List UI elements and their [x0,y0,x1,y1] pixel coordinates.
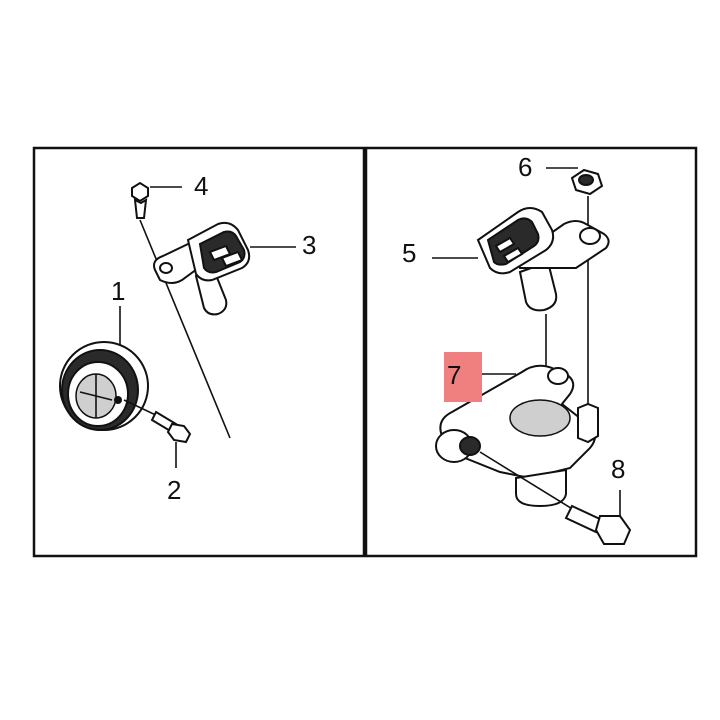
callout-2: 2 [167,475,181,505]
part-1-ring [59,341,149,431]
callout-1: 1 [111,276,125,306]
right-panel-frame [364,146,698,558]
part-5-sensor [476,207,610,312]
callout-7-highlight [444,352,482,402]
callout-8: 8 [611,454,625,484]
part-3-sensor [153,221,251,316]
left-panel-frame [32,146,366,558]
callout-4: 4 [194,171,208,201]
callout-3: 3 [302,230,316,260]
part-8-bolt [479,451,632,545]
callout-7: 7 [447,360,461,390]
part-7-bracket [435,314,599,508]
part-4-bolt [131,181,231,439]
part-2-bolt [123,399,192,444]
callout-6: 6 [518,152,532,182]
callout-5: 5 [402,238,416,268]
part-6-nut [570,168,604,408]
